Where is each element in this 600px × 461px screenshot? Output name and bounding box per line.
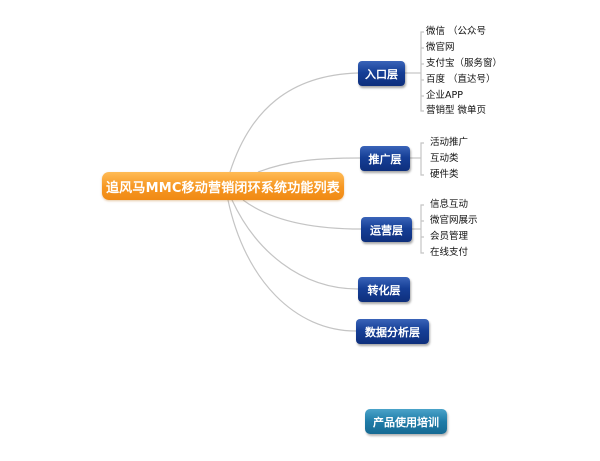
connector-operation (242, 199, 362, 230)
leaf-item[interactable]: 百度 （直达号） (426, 74, 496, 85)
leaf-item[interactable]: 会员管理 (430, 231, 469, 242)
leaf-item[interactable]: 活动推广 (430, 137, 469, 148)
root-node[interactable]: 追风马MMC移动营销闭环系统功能列表 (102, 172, 344, 200)
layer-promotion[interactable]: 推广层 (360, 146, 410, 171)
leaf-item[interactable]: 在线支付 (430, 247, 469, 258)
connector-entry (229, 72, 359, 173)
layer-operation[interactable]: 运营层 (361, 217, 412, 242)
leaf-item[interactable]: 互动类 (430, 153, 459, 164)
layer-conversion[interactable]: 转化层 (358, 277, 410, 302)
leaf-item[interactable]: 硬件类 (430, 169, 459, 180)
leaf-item[interactable]: 微官网展示 (430, 215, 478, 226)
leaf-item[interactable]: 信息互动 (430, 199, 469, 210)
connector-promotion (257, 157, 361, 173)
layer-analytics[interactable]: 数据分析层 (356, 319, 429, 344)
leaf-item[interactable]: 企业APP (426, 90, 463, 101)
leaf-item[interactable]: 支付宝（服务窗） (426, 58, 503, 69)
training-node[interactable]: 产品使用培训 (365, 409, 447, 434)
leaf-item[interactable]: 微官网 (426, 42, 455, 53)
connector-conversion (231, 199, 359, 290)
leaf-item[interactable]: 微信 （公众号 (426, 26, 487, 37)
layer-entry[interactable]: 入口层 (358, 61, 405, 86)
connector-analytics (227, 199, 357, 332)
leaf-item[interactable]: 营销型 微单页 (426, 105, 487, 116)
